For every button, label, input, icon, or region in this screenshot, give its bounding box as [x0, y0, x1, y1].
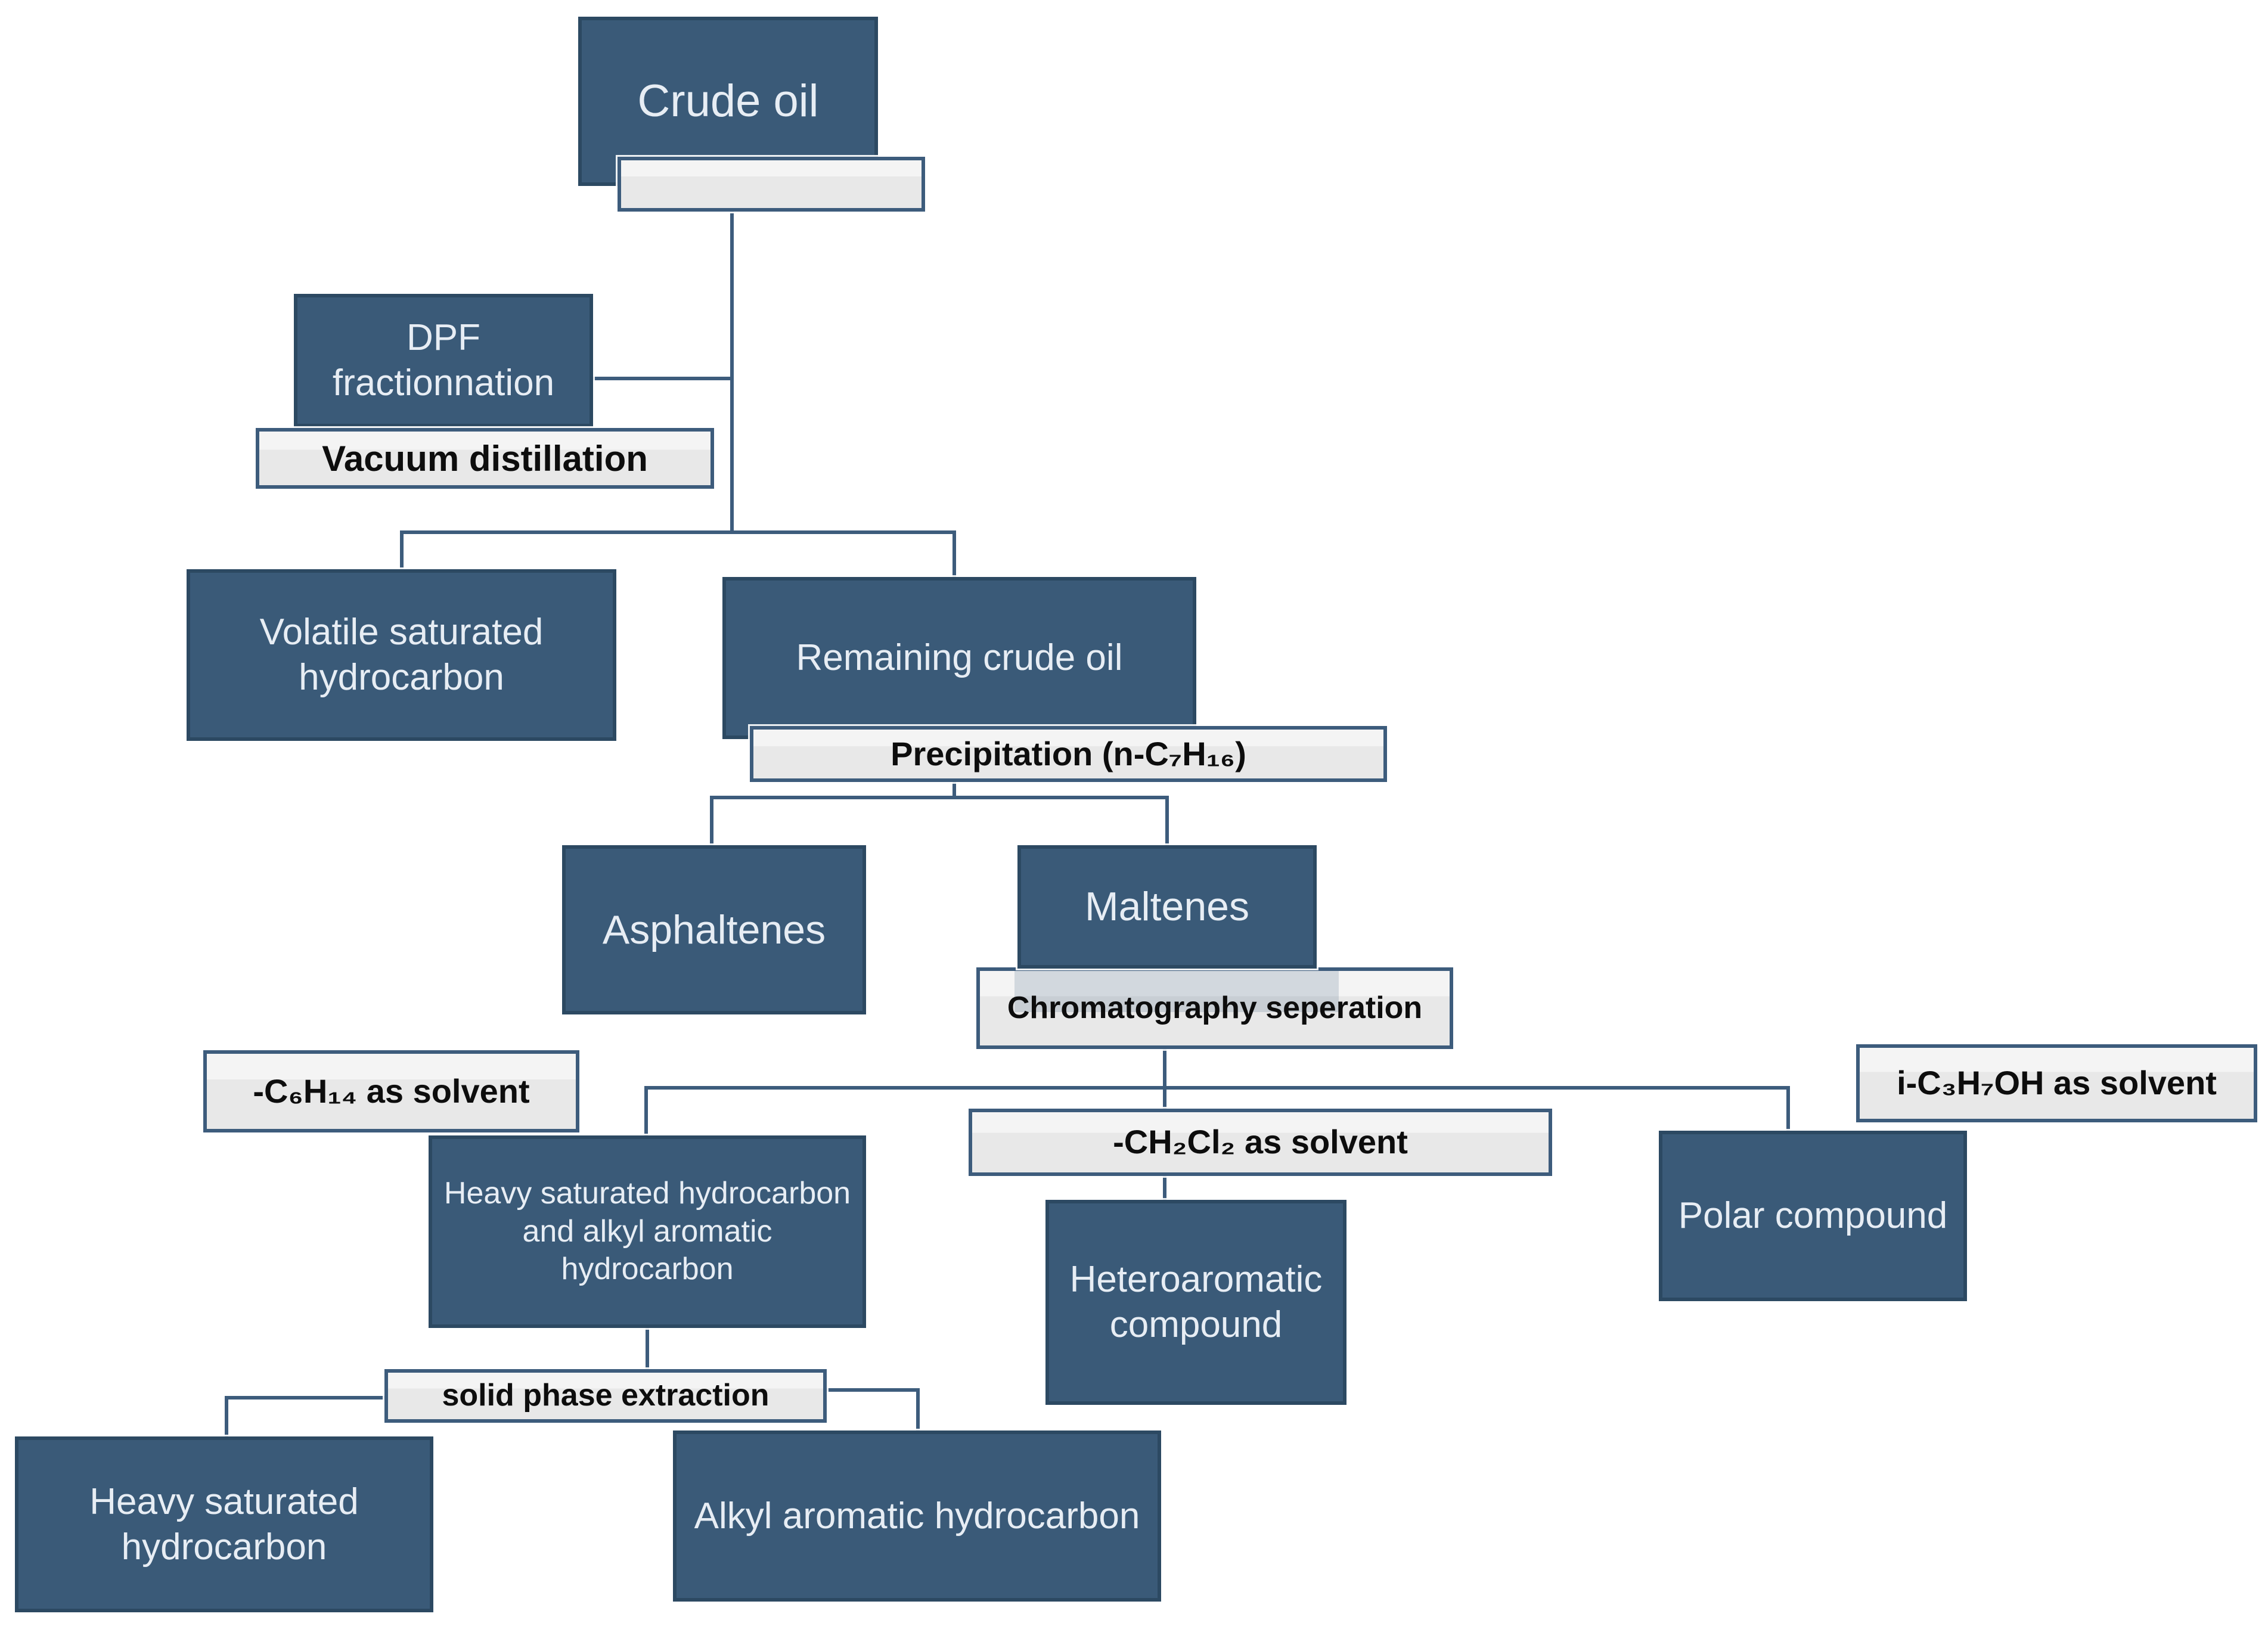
connector-branch1-left-drop: [400, 530, 404, 571]
connector-precipitation-drop: [953, 782, 956, 798]
alkyl-aromatic-box: Alkyl aromatic hydrocarbon: [673, 1430, 1161, 1602]
connector-crude-vertical: [730, 212, 734, 534]
connector-branch2-right-drop: [1165, 796, 1169, 847]
heavy-saturated-label: Heavy saturated hydrocarbon: [89, 1481, 359, 1568]
connector-dpf-horizontal: [593, 377, 734, 380]
dpf-fractionnation-box: DPF fractionnation: [294, 294, 593, 427]
crude-oil-empty-tag: [618, 157, 925, 212]
connector-branch3-horizontal: [644, 1086, 1790, 1090]
heteroaromatic-label: Heteroaromatic compound: [1069, 1259, 1323, 1345]
heavy-alkyl-label: Heavy saturated hydrocarbon and alkyl ar…: [443, 1176, 851, 1287]
heavy-alkyl-box: Heavy saturated hydrocarbon and alkyl ar…: [429, 1135, 866, 1328]
connector-spe-right-drop: [916, 1388, 920, 1432]
polar-compound-label: Polar compound: [1678, 1195, 1948, 1237]
connector-branch1-horizontal: [400, 530, 956, 534]
volatile-saturated-label: Volatile saturated hydrocarbon: [259, 612, 544, 698]
hexane-solvent-label: -C₆H₁₄ as solvent: [253, 1072, 530, 1110]
maltenes-box: Maltenes: [1017, 845, 1317, 969]
vacuum-distillation-label: Vacuum distillation: [322, 438, 648, 479]
polar-compound-box: Polar compound: [1659, 1131, 1967, 1301]
asphaltenes-box: Asphaltenes: [562, 845, 866, 1014]
ipa-solvent-tag: i-C₃H₇OH as solvent: [1856, 1044, 2257, 1122]
heavy-saturated-box: Heavy saturated hydrocarbon: [15, 1436, 433, 1612]
connector-spe-right-horizontal: [826, 1388, 920, 1392]
alkyl-aromatic-label: Alkyl aromatic hydrocarbon: [694, 1495, 1140, 1537]
connector-branch1-right-drop: [953, 530, 956, 578]
spe-tag: solid phase extraction: [384, 1369, 827, 1423]
heteroaromatic-box: Heteroaromatic compound: [1045, 1200, 1346, 1405]
crude-oil-label: Crude oil: [637, 75, 819, 126]
precipitation-tag: Precipitation (n-C₇H₁₆): [750, 726, 1387, 782]
maltenes-overlap-artifact: [1014, 971, 1339, 1012]
connector-spe-left-horizontal: [225, 1396, 386, 1400]
connector-branch3-left-drop: [644, 1086, 648, 1137]
remaining-crude-oil-label: Remaining crude oil: [796, 637, 1123, 679]
connector-branch2-left-drop: [710, 796, 713, 847]
remaining-crude-oil-box: Remaining crude oil: [722, 577, 1196, 739]
connector-branch3-right-drop: [1786, 1086, 1790, 1132]
dcm-solvent-label: -CH₂Cl₂ as solvent: [1113, 1123, 1408, 1161]
connector-spe-left-drop: [225, 1396, 228, 1438]
asphaltenes-label: Asphaltenes: [602, 907, 826, 952]
ipa-solvent-label: i-C₃H₇OH as solvent: [1897, 1064, 2217, 1102]
connector-heavyalkyl-drop: [646, 1328, 649, 1371]
dcm-solvent-tag: -CH₂Cl₂ as solvent: [969, 1109, 1552, 1176]
connector-branch2-horizontal: [710, 796, 1169, 799]
maltenes-label: Maltenes: [1085, 884, 1249, 930]
vacuum-distillation-tag: Vacuum distillation: [256, 428, 714, 489]
chromatography-tag: Chromatography seperation: [976, 967, 1453, 1049]
precipitation-label: Precipitation (n-C₇H₁₆): [891, 734, 1246, 772]
dpf-fractionnation-label: DPF fractionnation: [332, 317, 555, 404]
hexane-solvent-tag: -C₆H₁₄ as solvent: [203, 1050, 579, 1132]
spe-label: solid phase extraction: [442, 1378, 770, 1413]
connector-chromatography-drop: [1163, 1049, 1166, 1087]
volatile-saturated-box: Volatile saturated hydrocarbon: [187, 569, 616, 741]
chromatography-label: Chromatography seperation: [1007, 990, 1423, 1025]
